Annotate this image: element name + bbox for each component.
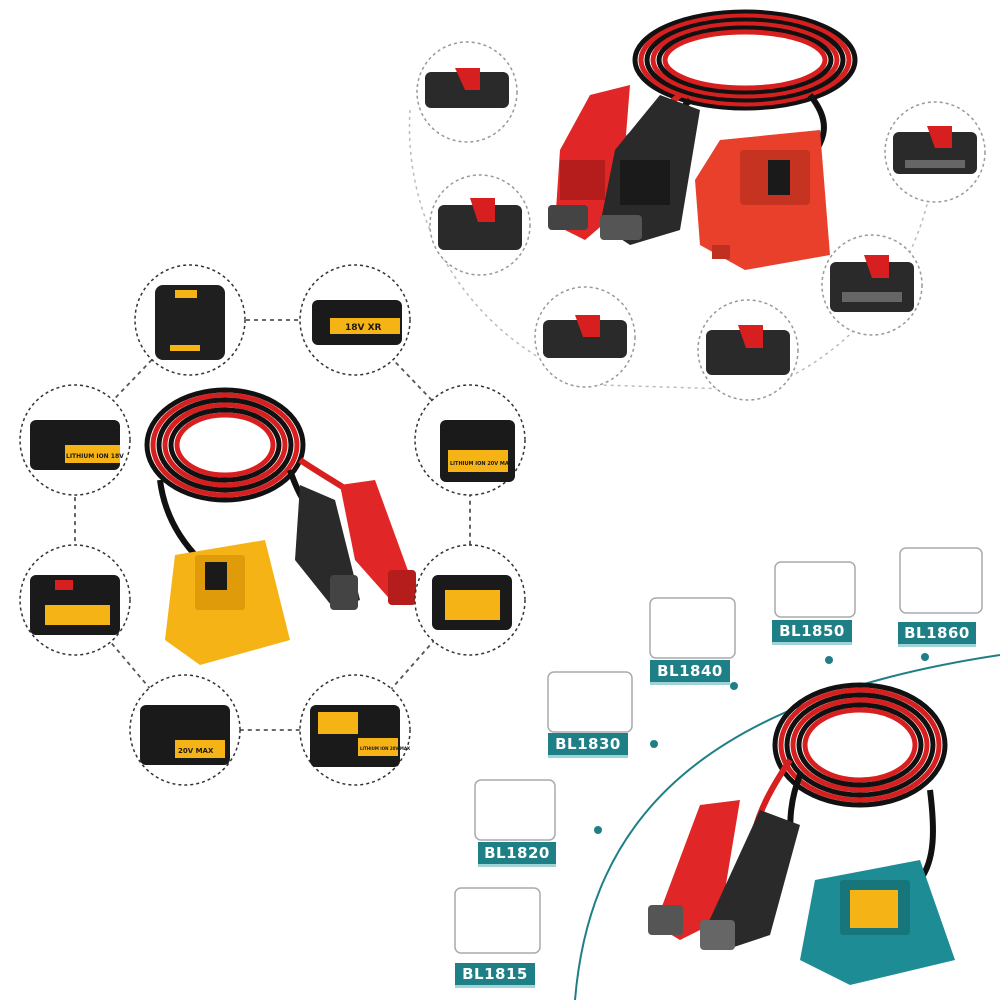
makita-battery-sketch [454,547,983,954]
makita-arc-dot [730,682,738,690]
dewalt-yellow-adapter [165,540,290,665]
model-tag-bl1820: BL1820 [478,842,556,867]
makita-arc-line [574,654,1000,1000]
makita-panel [454,547,1000,1000]
milwaukee-black-clamp [600,95,700,245]
makita-arc-dot [825,656,833,664]
dewalt-battery-left-upper: LITHIUM ION 18V [19,384,131,496]
milwaukee-battery-2 [429,174,531,276]
dewalt-battery-left-upper-label: LITHIUM ION 18V [66,453,124,460]
dewalt-battery-top-right: 18V XR [299,264,411,376]
makita-teal-adapter [800,860,955,985]
dewalt-cable-coil [144,387,363,563]
dewalt-battery-bottom-right: LITHIUM ION 20V MAX [299,674,411,786]
makita-arc-dot [650,740,658,748]
dewalt-black-clamp [295,485,360,610]
dewalt-battery-top-right-label: 18V XR [345,323,382,333]
dewalt-battery-bottom-right-label: LITHIUM ION 20V MAX [360,746,410,751]
milwaukee-panel [408,9,986,401]
model-tag-bl1860: BL1860 [898,622,976,647]
milwaukee-dashed-arc [408,109,937,391]
model-tag-bl1850: BL1850 [772,620,852,645]
makita-arc-dot [921,653,929,661]
milwaukee-red-adapter [695,130,830,270]
dewalt-battery-right-upper-label: LITHIUM ION 20V MAX [450,461,513,467]
dewalt-panel: 18V XR LITHIUM ION 18V LITHIUM ION 20V M… [19,264,526,786]
milwaukee-battery-1 [416,41,518,143]
model-tag-bl1815: BL1815 [455,963,535,988]
milwaukee-battery-6 [884,101,986,203]
dewalt-battery-bottom-left: 20V MAX [129,674,241,786]
makita-black-clamp [700,810,800,950]
milwaukee-battery-4 [697,299,799,401]
dewalt-red-clamp [340,480,416,605]
model-tag-bl1830: BL1830 [548,733,628,758]
model-tag-bl1840: BL1840 [650,660,730,685]
dewalt-battery-right-lower [414,544,526,656]
dewalt-battery-right-upper: LITHIUM ION 20V MAX [414,384,526,496]
milwaukee-battery-5 [821,234,923,336]
dewalt-battery-top-left [134,264,246,376]
dewalt-battery-bottom-left-label: 20V MAX [178,747,214,755]
makita-arc-dot [594,826,602,834]
dewalt-battery-left-lower [19,544,131,656]
milwaukee-battery-3 [534,286,636,388]
dewalt-dashed-hexagon [74,319,471,731]
